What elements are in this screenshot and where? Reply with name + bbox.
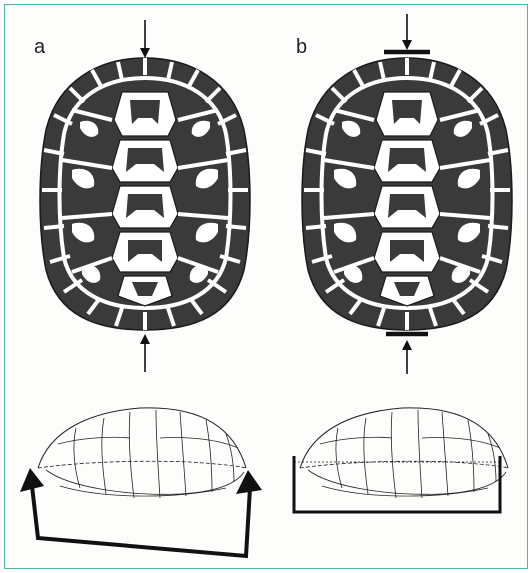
panel-b-top-arrow (384, 14, 430, 52)
panel-a-left-arrowhead (20, 468, 44, 492)
panel-a-bottom-arrow (140, 334, 150, 372)
panel-b-tray (294, 456, 500, 512)
panel-a-carapace (40, 58, 250, 330)
panel-b-profile (300, 408, 508, 498)
panel-a-top-arrow (140, 20, 150, 58)
panel-a-right-arrowhead (236, 470, 262, 494)
panel-a-profile (38, 408, 246, 498)
panel-b-carapace (302, 58, 512, 330)
panel-b-bottom-arrow (386, 334, 428, 374)
panel-a-lever-arrows (32, 486, 250, 556)
